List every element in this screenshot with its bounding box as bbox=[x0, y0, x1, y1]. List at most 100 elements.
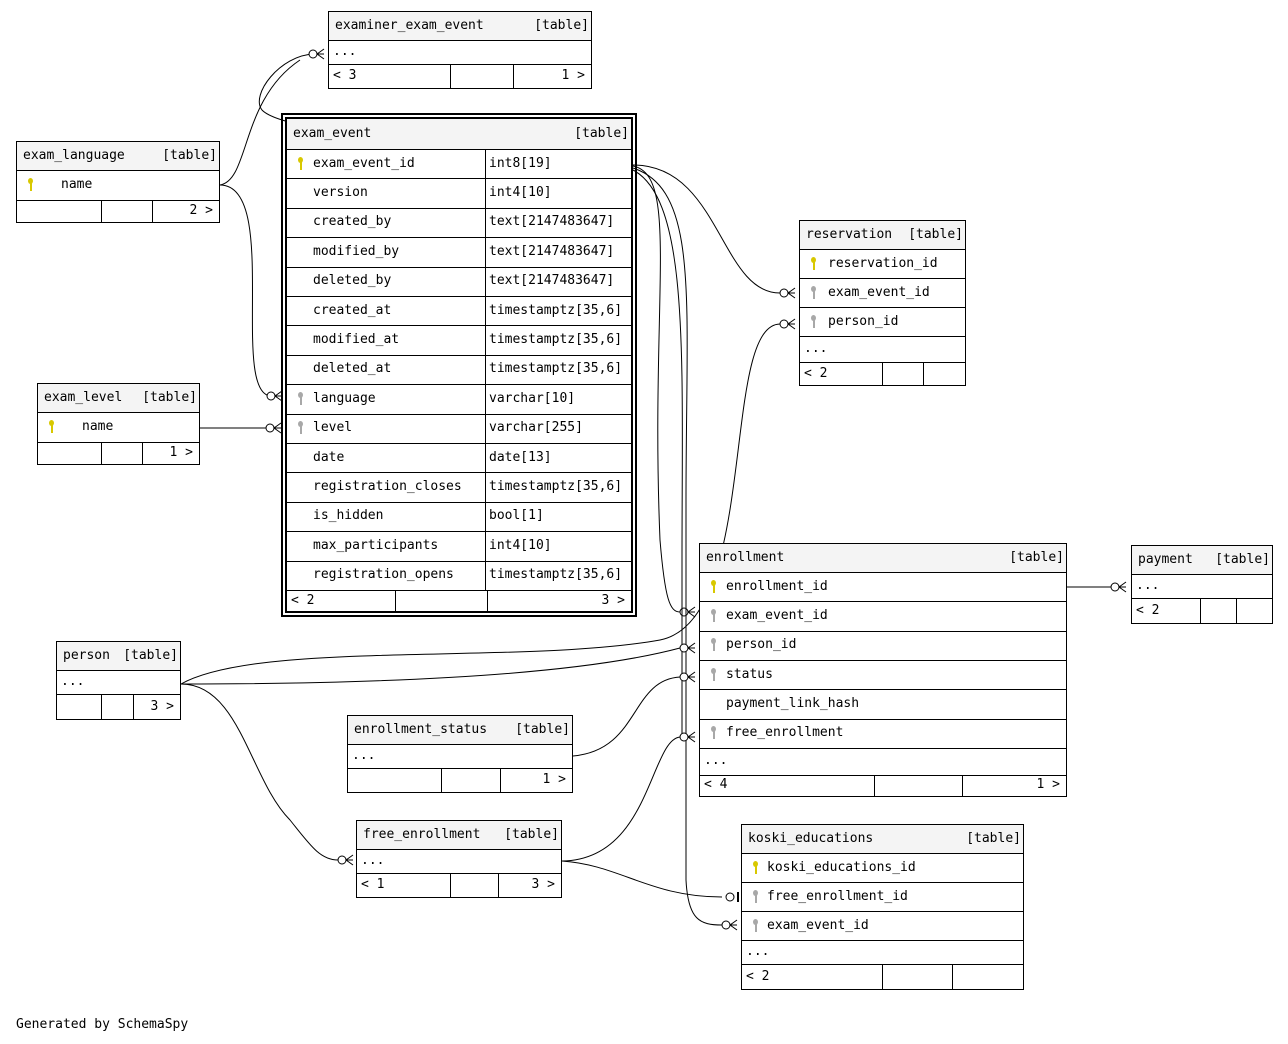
footer-divider bbox=[500, 769, 501, 792]
crow-foot-reservation-exam-event-id bbox=[779, 287, 796, 299]
edge-exam-event-to-reservation bbox=[632, 164, 781, 294]
footer-divider bbox=[952, 965, 953, 989]
crow-foot-payment bbox=[1110, 581, 1127, 593]
column-divider bbox=[485, 414, 486, 443]
column-name: payment_link_hash bbox=[726, 695, 860, 711]
column-name: created_by bbox=[313, 214, 392, 230]
column-row[interactable]: reservation_id bbox=[800, 249, 965, 278]
table-koski-educations[interactable]: koski_educations [table] koski_educations_… bbox=[741, 824, 1024, 990]
crow-foot-enrollment-status bbox=[679, 671, 696, 683]
foreign-key-icon bbox=[710, 637, 718, 653]
foreign-key-icon bbox=[710, 667, 718, 683]
column-name: exam_event_id bbox=[828, 284, 930, 300]
column-divider bbox=[485, 267, 486, 296]
table-name: enrollment bbox=[706, 550, 785, 565]
column-row[interactable]: koski_educations_id bbox=[742, 853, 1023, 882]
column-type: int8[19] bbox=[489, 155, 552, 171]
one-end-koski-free-enrollment-id bbox=[725, 892, 739, 902]
column-row[interactable]: free_enrollment_id bbox=[742, 882, 1023, 911]
footer-divider bbox=[882, 965, 883, 989]
edge-free-enrollment-to-enrollment bbox=[561, 736, 681, 862]
column-name: is_hidden bbox=[313, 508, 384, 524]
column-divider bbox=[485, 473, 486, 502]
edge-exam-event-vertical bbox=[632, 169, 683, 740]
column-row[interactable]: status bbox=[700, 659, 1066, 689]
column-row[interactable]: person_id bbox=[800, 307, 965, 336]
column-name: registration_closes bbox=[313, 479, 462, 495]
table-type-tag: [table] bbox=[574, 126, 629, 141]
table-header: exam_event [table] bbox=[287, 119, 631, 149]
edge-language-to-examiner-hidden bbox=[219, 59, 301, 186]
column-divider bbox=[485, 444, 486, 473]
table-name: exam_event bbox=[293, 126, 372, 141]
ellipsis-text: ... bbox=[704, 753, 728, 769]
column-name: free_enrollment bbox=[726, 725, 844, 741]
column-row[interactable]: person_id bbox=[700, 630, 1066, 660]
table-type-tag: [table] bbox=[142, 390, 197, 405]
column-row[interactable]: name bbox=[38, 412, 199, 442]
column-row[interactable]: exam_event_id bbox=[700, 601, 1066, 630]
crow-foot-enrollment-free-enrollment bbox=[679, 731, 696, 743]
table-enrollment-status[interactable]: enrollment_status[table]...1 > bbox=[347, 715, 573, 793]
ellipsis-text: ... bbox=[804, 341, 828, 356]
table-header: payment[table] bbox=[1132, 546, 1272, 574]
column-type: timestamptz[35,6] bbox=[489, 332, 623, 348]
table-payment[interactable]: payment[table]...< 2 bbox=[1131, 545, 1273, 624]
table-name: enrollment_status bbox=[354, 722, 488, 737]
more-columns: ... bbox=[348, 744, 572, 768]
edge-person-to-reservation bbox=[180, 323, 781, 685]
foreign-key-icon bbox=[297, 420, 305, 436]
column-row[interactable]: created_by text[2147483647] bbox=[287, 207, 631, 238]
table-type-tag: [table] bbox=[534, 18, 589, 33]
table-footer: 2 > bbox=[17, 200, 219, 222]
footer-divider bbox=[882, 363, 883, 385]
table-type-tag: [table] bbox=[123, 648, 178, 663]
table-header: enrollment_status[table] bbox=[348, 716, 572, 744]
edge-exam-event-to-koski bbox=[632, 167, 723, 926]
column-row[interactable]: exam_event_id bbox=[800, 278, 965, 307]
column-row[interactable]: payment_link_hash bbox=[700, 689, 1066, 718]
more-columns: ... bbox=[700, 747, 1066, 775]
foreign-key-icon bbox=[810, 285, 818, 301]
foreign-key-icon bbox=[710, 608, 718, 624]
column-row[interactable]: name bbox=[17, 170, 219, 200]
column-row[interactable]: free_enrollment bbox=[700, 718, 1066, 748]
column-type: text[2147483647] bbox=[489, 214, 615, 230]
column-divider bbox=[485, 179, 486, 208]
column-name: exam_event_id bbox=[726, 607, 828, 623]
column-row[interactable]: enrollment_id bbox=[700, 572, 1066, 601]
footer-divider bbox=[498, 874, 499, 897]
primary-key-icon bbox=[48, 419, 56, 435]
footer-divider bbox=[962, 775, 963, 796]
table-person[interactable]: person[table]...3 > bbox=[56, 641, 181, 720]
table-type-tag: [table] bbox=[966, 831, 1021, 846]
column-row[interactable]: exam_event_id bbox=[742, 911, 1023, 940]
column-name: date bbox=[313, 449, 345, 465]
table-name: koski_educations bbox=[748, 831, 874, 846]
foreign-key-icon bbox=[297, 391, 305, 407]
column-divider bbox=[485, 561, 486, 590]
